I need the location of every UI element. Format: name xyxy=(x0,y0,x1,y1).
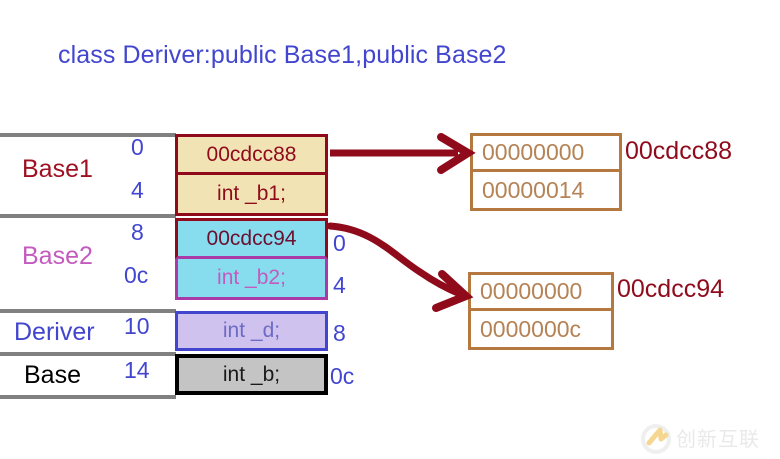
table-separator-base2-deriver xyxy=(0,309,176,313)
arrow-base2-vptr-to-vtable2 xyxy=(326,222,464,298)
watermark-text: 创新互联 xyxy=(676,429,760,451)
right-offset-4: 4 xyxy=(333,272,346,298)
vtable-1-entry-0: 00000000 xyxy=(470,133,622,172)
class-label-base1: Base1 xyxy=(22,155,93,183)
arrowhead-vtable1 xyxy=(437,133,476,174)
arrowhead-vtable2 xyxy=(432,270,474,312)
right-offset-0c: 0c xyxy=(330,363,355,389)
vtable-1-entry-1: 00000014 xyxy=(470,172,622,211)
vtable-1-address-label: 00cdcc88 xyxy=(625,137,733,165)
memory-cell-base2-member: int _b2; xyxy=(175,259,328,300)
left-offset-10: 10 xyxy=(124,313,150,339)
vtable-2-address-label: 00cdcc94 xyxy=(617,275,725,303)
class-label-base2: Base2 xyxy=(22,242,93,270)
memory-cell-deriver-member: int _d; xyxy=(175,311,328,351)
right-offset-8: 8 xyxy=(333,320,346,346)
page-title: class Deriver:public Base1,public Base2 xyxy=(58,41,507,69)
memory-cell-base1-member: int _b1; xyxy=(175,175,328,216)
table-separator-deriver-base xyxy=(0,352,176,356)
memory-cell-base2-vptr: 00cdcc94 xyxy=(175,218,328,259)
watermark: 创新互联 xyxy=(640,424,770,454)
left-offset-4: 4 xyxy=(131,177,144,203)
vtable-2-entry-0: 00000000 xyxy=(468,272,614,311)
left-offset-8: 8 xyxy=(131,219,144,245)
vtable-2-entry-1: 0000000c xyxy=(468,311,614,350)
left-offset-14: 14 xyxy=(124,357,150,383)
class-label-base: Base xyxy=(24,361,81,389)
table-separator-base1-base2 xyxy=(0,214,176,218)
right-offset-0: 0 xyxy=(333,230,346,256)
left-offset-0: 0 xyxy=(131,134,144,160)
class-label-deriver: Deriver xyxy=(14,318,95,346)
memory-cell-base1-vptr: 00cdcc88 xyxy=(175,134,328,175)
left-offset-0c: 0c xyxy=(124,262,149,288)
watermark-logo-icon xyxy=(641,424,671,454)
table-separator-bottom xyxy=(0,395,176,399)
table-separator-top xyxy=(0,133,176,137)
memory-cell-base-member: int _b; xyxy=(175,354,328,395)
